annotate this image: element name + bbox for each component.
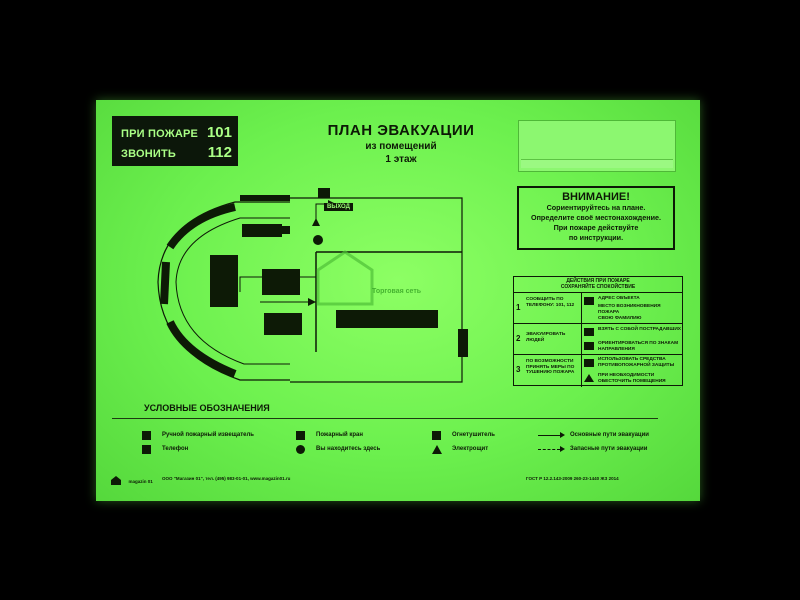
legend-item: Электрощит <box>452 446 489 452</box>
action-item: ОРИЕНТИРОВАТЬСЯ ПО ЗНАКАМ НАПРАВЛЕНИЯ <box>598 341 679 352</box>
evac-arrow-2 <box>312 218 320 226</box>
standard-info: ГОСТ Р 12.2.143-2009 260-23-1440 ЖЗ 2014 <box>526 476 619 481</box>
action-text: ЭВАКУИРОВАТЬ ЛЮДЕЙ <box>526 332 566 343</box>
plan-subtitle: из помещений <box>365 141 437 152</box>
spare-route-arrow-icon <box>538 449 560 450</box>
exit-label: ВЫХОД <box>324 203 353 211</box>
warning-box: ВНИМАНИЕ! Сориентируйтесь на плане. Опре… <box>517 186 675 250</box>
legend-title: УСЛОВНЫЕ ОБОЗНАЧЕНИЯ <box>144 403 270 413</box>
exit-door-block <box>318 188 330 198</box>
warning-heading: ВНИМАНИЕ! <box>562 191 630 203</box>
action-text: ПО ВОЗМОЖНОСТИ ПРИНЯТЬ МЕРЫ ПО ТУШЕНИЮ П… <box>526 359 575 375</box>
main-route-arrowhead-icon <box>560 432 565 438</box>
warning-line-4: по инструкции. <box>568 233 624 242</box>
shelf-block-1 <box>210 255 238 307</box>
arrow-right-icon <box>584 342 594 350</box>
evacuation-plan-sheet: ПРИ ПОЖАРЕ 101 ЗВОНИТЬ 112 ПЛАН ЭВАКУАЦИ… <box>96 100 700 501</box>
action-row: 1 СООБЩИТЬ ПО ТЕЛЕФОНУ: 101, 112 АДРЕС О… <box>514 293 682 324</box>
action-number: 2 <box>516 334 521 343</box>
running-man-icon <box>584 328 594 336</box>
actions-header-line-2: СОХРАНЯЙТЕ СПОКОЙСТВИЕ <box>560 284 636 290</box>
legend-item: Запасные пути эвакуации <box>570 446 648 452</box>
phone-icon <box>142 445 151 454</box>
action-row: 3 ПО ВОЗМОЖНОСТИ ПРИНЯТЬ МЕРЫ ПО ТУШЕНИЮ… <box>514 355 682 387</box>
side-counter <box>458 329 468 357</box>
curved-counter-bottom <box>166 320 237 378</box>
phone-icon <box>584 297 594 305</box>
evac-arrow-3 <box>308 298 316 306</box>
fire-number-112: 112 <box>207 144 232 161</box>
fire-alarm-icon <box>142 431 151 440</box>
shelf-block-3 <box>264 313 302 335</box>
main-hall-wall <box>290 197 463 383</box>
wing-inner-wall <box>175 217 290 365</box>
legend-item: Вы находитесь здесь <box>316 446 381 452</box>
fire-line-label: ПРИ ПОЖАРЕ <box>121 128 199 140</box>
warning-line-1: Сориентируйтесь на плане. <box>546 203 646 212</box>
photo-strip <box>521 159 673 168</box>
action-row: 2 ЭВАКУИРОВАТЬ ЛЮДЕЙ ВЗЯТЬ С СОБОЙ ПОСТР… <box>514 324 682 355</box>
shelf-block-2 <box>262 269 300 295</box>
legend-item: Пожарный кран <box>316 432 363 438</box>
phone-marker <box>282 226 290 234</box>
action-number: 3 <box>516 365 521 374</box>
legend-divider <box>112 418 658 419</box>
floor-label: 1 этаж <box>385 154 417 165</box>
watermark-house <box>316 250 374 306</box>
main-route-arrow-icon <box>538 435 560 436</box>
fire-number-101: 101 <box>206 124 232 141</box>
plan-title: ПЛАН ЭВАКУАЦИИ <box>327 122 475 139</box>
action-number: 1 <box>516 303 521 312</box>
action-item: ИСПОЛЬЗОВАТЬ СРЕДСТВА ПРОТИВОПОЖАРНОЙ ЗА… <box>598 357 675 368</box>
emergency-number-box: ПРИ ПОЖАРЕ 101 ЗВОНИТЬ 112 <box>112 116 238 166</box>
actions-header: ДЕЙСТВИЯ ПРИ ПОЖАРЕ СОХРАНЯЙТЕ СПОКОЙСТВ… <box>514 277 682 293</box>
action-item: ВЗЯТЬ С СОБОЙ ПОСТРАДАВШИХ <box>598 327 681 332</box>
call-line-label: ЗВОНИТЬ <box>121 148 176 160</box>
electric-panel-icon <box>432 445 442 454</box>
logo-house-icon <box>111 476 121 485</box>
fire-actions-table: ДЕЙСТВИЯ ПРИ ПОЖАРЕ СОХРАНЯЙТЕ СПОКОЙСТВ… <box>513 276 683 387</box>
company-logo: magazin 01 <box>110 472 153 490</box>
legend-item: Ручной пожарный извещатель <box>162 432 254 438</box>
you-are-here-icon <box>296 445 305 454</box>
legend-item: Телефон <box>162 446 189 452</box>
curved-counter-left <box>160 261 170 305</box>
spare-route-arrowhead-icon <box>560 446 565 452</box>
building-photo-placeholder <box>518 120 676 172</box>
legend-item: Огнетушитель <box>452 432 495 438</box>
curved-counter-top <box>166 203 236 250</box>
electric-panel-icon <box>584 374 594 382</box>
fire-hydrant-icon <box>296 431 305 440</box>
logo-text: magazin 01 <box>128 479 153 484</box>
legend-item: Основные пути эвакуации <box>570 432 649 438</box>
action-item: СВОЮ ФАМИЛИЮ <box>598 316 642 321</box>
warning-line-3: При пожаре действуйте <box>553 223 639 232</box>
extinguisher-icon <box>432 431 441 440</box>
partition-wall <box>315 251 462 352</box>
company-info: ООО "Магазин 01", тел. (495) 983-01-01, … <box>162 476 291 481</box>
actions-header-line-1: ДЕЙСТВИЯ ПРИ ПОЖАРЕ <box>566 278 630 284</box>
action-item: АДРЕС ОБЪЕКТА <box>598 296 640 301</box>
floor-plan-drawing <box>157 188 468 383</box>
warning-line-2: Определите своё местонахождение. <box>531 213 661 222</box>
long-counter <box>336 310 438 328</box>
action-text: СООБЩИТЬ ПО ТЕЛЕФОНУ: 101, 112 <box>526 297 575 308</box>
watermark-text: Торговая сеть <box>372 288 422 295</box>
plan-title-block: ПЛАН ЭВАКУАЦИИ из помещений 1 этаж <box>306 122 496 165</box>
action-item: ПРИ НЕОБХОДИМОСТИ ОБЕСТОЧИТЬ ПОМЕЩЕНИЯ <box>598 373 666 384</box>
extinguisher-icon <box>584 359 594 367</box>
room-block-1 <box>242 224 282 237</box>
action-item: МЕСТО ВОЗНИКНОВЕНИЯ ПОЖАРА <box>598 304 661 315</box>
evac-route-1 <box>239 276 316 292</box>
you-are-here-marker <box>313 235 323 245</box>
